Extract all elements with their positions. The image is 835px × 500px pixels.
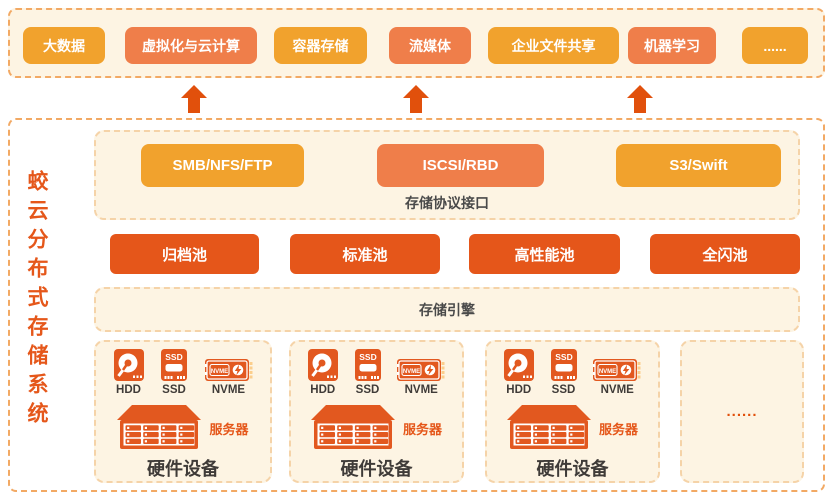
ssd-icon: SSD (550, 349, 577, 381)
hardware-label: 硬件设备 (340, 459, 413, 479)
storage-system-panel: 蛟云分布式存储系统 SMB/NFS/FTP ISCSI/RBD S3/Swift… (8, 118, 825, 492)
hardware-box-2: HDD SSD SSD (289, 340, 464, 483)
ssd-icon: SSD (161, 349, 187, 381)
app-chip-machine-learning: 机器学习 (628, 27, 716, 64)
app-chip-streaming-media: 流媒体 (389, 27, 471, 64)
nvme-icon: NVME (593, 359, 641, 381)
server-row: 服务器 (291, 405, 462, 451)
server-icon (506, 405, 591, 449)
pool-chip-high-performance: 高性能池 (469, 234, 620, 274)
ssd-item: SSD SSD (161, 349, 187, 396)
more-dots: ...... (726, 403, 758, 420)
protocol-interface-panel: SMB/NFS/FTP ISCSI/RBD S3/Swift 存储协议接口 (94, 130, 800, 220)
hdd-label: HDD (310, 384, 336, 396)
pool-chip-standard: 标准池 (290, 234, 440, 274)
nvme-icon: NVME (397, 359, 445, 381)
ssd-label: SSD (551, 384, 576, 396)
server-label: 服务器 (402, 421, 442, 437)
app-chip-virtualization-cloud: 虚拟化与云计算 (125, 27, 257, 64)
hdd-icon (503, 349, 534, 381)
hdd-icon (307, 349, 338, 381)
svg-text:SSD: SSD (359, 352, 376, 362)
app-chip-more: ...... (742, 27, 808, 64)
nvme-item: NVME NVME (204, 359, 253, 396)
application-layer-panel: 大数据 虚拟化与云计算 容器存储 流媒体 企业文件共享 机器学习 ...... (8, 8, 825, 78)
ssd-item: SSD SSD (550, 349, 577, 396)
app-chip-container-storage: 容器存储 (274, 27, 367, 64)
ssd-label: SSD (355, 384, 380, 396)
hdd-item: HDD (307, 349, 338, 396)
nvme-item: NVME NVME (593, 359, 641, 396)
protocol-chip-smb-nfs-ftp: SMB/NFS/FTP (141, 144, 304, 187)
server-label: 服务器 (598, 421, 638, 437)
nvme-icon: NVME (204, 359, 252, 381)
server-icon (310, 405, 395, 449)
server-label: 服务器 (209, 421, 249, 437)
svg-text:NVME: NVME (403, 369, 420, 375)
hardware-box-3: HDD SSD SSD (485, 340, 660, 483)
nvme-label: NVME (211, 384, 246, 396)
svg-text:NVME: NVME (210, 369, 227, 375)
disk-icons-row: HDD SSD SSD (96, 349, 270, 396)
system-vertical-title: 蛟云分布式存储系统 (25, 170, 48, 431)
svg-text:SSD: SSD (555, 352, 572, 362)
protocol-chip-s3-swift: S3/Swift (616, 144, 781, 187)
protocol-chip-iscsi-rbd: ISCSI/RBD (377, 144, 544, 187)
svg-text:SSD: SSD (165, 352, 182, 362)
app-chip-enterprise-file-sharing: 企业文件共享 (488, 27, 619, 64)
hdd-item: HDD (113, 349, 144, 396)
app-chip-big-data: 大数据 (23, 27, 105, 64)
protocol-interface-label: 存储协议接口 (405, 195, 489, 211)
up-arrow-icon (181, 85, 207, 113)
nvme-item: NVME NVME (397, 359, 445, 396)
hardware-box-1: HDD SSD SSD (94, 340, 272, 483)
server-row: 服务器 (96, 405, 270, 451)
hdd-label: HDD (506, 384, 532, 396)
server-icon (117, 405, 202, 449)
up-arrow-icon (627, 85, 653, 113)
hardware-more-box: ...... (680, 340, 804, 483)
nvme-label: NVME (600, 384, 634, 396)
hardware-label: 硬件设备 (147, 459, 219, 479)
disk-icons-row: HDD SSD SSD (291, 349, 462, 396)
pool-chip-all-flash: 全闪池 (650, 234, 800, 274)
ssd-icon: SSD (354, 349, 381, 381)
ssd-item: SSD SSD (354, 349, 381, 396)
nvme-label: NVME (404, 384, 438, 396)
hdd-label: HDD (116, 384, 141, 396)
server-row: 服务器 (487, 405, 658, 451)
pool-chip-archive: 归档池 (110, 234, 259, 274)
storage-engine-label: 存储引擎 (419, 301, 475, 318)
ssd-label: SSD (162, 384, 186, 396)
hdd-icon (113, 349, 144, 381)
disk-icons-row: HDD SSD SSD (487, 349, 658, 396)
storage-engine-panel: 存储引擎 (94, 287, 800, 332)
hardware-label: 硬件设备 (536, 459, 609, 479)
hdd-item: HDD (503, 349, 534, 396)
up-arrow-icon (403, 85, 429, 113)
svg-text:NVME: NVME (599, 369, 616, 375)
